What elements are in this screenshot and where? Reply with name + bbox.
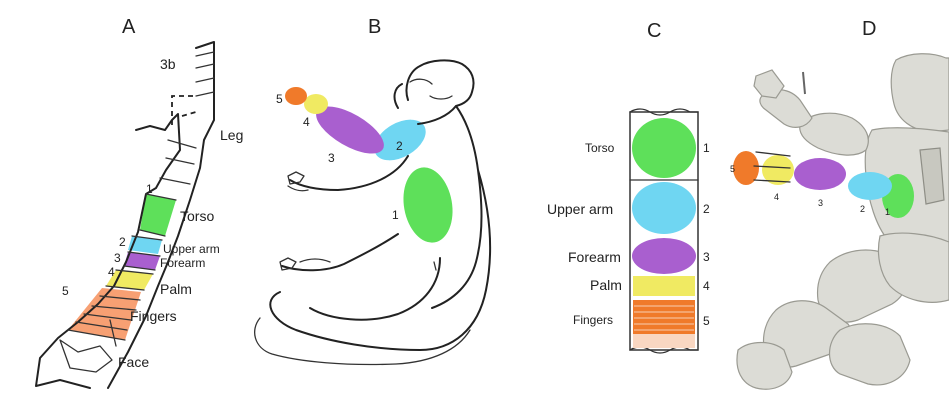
- panel-b-letter: B: [368, 16, 381, 38]
- label-a-leg: Leg: [220, 127, 243, 143]
- label-a-face: Face: [118, 354, 149, 370]
- number-d-1: 1: [885, 207, 890, 217]
- number-d-4: 4: [774, 192, 779, 202]
- cell-c-fingers: [633, 300, 695, 334]
- row-number-5: 5: [703, 314, 710, 328]
- area-3b-dashed: [172, 96, 196, 125]
- number-d-5: 5: [730, 164, 735, 174]
- robot-finger-rod: [803, 72, 805, 94]
- number-a-1: 1: [146, 182, 153, 196]
- panel-a-cortical-map: 3b Leg Torso Upper arm Forearm Palm Fing…: [36, 42, 243, 388]
- number-b-3: 3: [328, 151, 335, 165]
- region-b-torso: [398, 163, 458, 246]
- number-b-4: 4: [303, 115, 310, 129]
- number-a-4: 4: [108, 265, 115, 279]
- segment-d-forearm: [794, 158, 846, 190]
- region-b-fingers: [285, 87, 307, 105]
- number-b-5: 5: [276, 92, 283, 106]
- cell-c-palm: [633, 276, 695, 296]
- cell-c-forearm: [632, 238, 696, 274]
- label-a-torso: Torso: [180, 208, 214, 224]
- cell-c-upper-arm: [632, 182, 696, 234]
- number-a-3: 3: [114, 251, 121, 265]
- number-d-2: 2: [860, 204, 865, 214]
- label-a-forearm: Forearm: [160, 256, 205, 270]
- cell-c-bottom-fade: [633, 334, 695, 348]
- panel-b-monkey: 1 2 3 4 5: [255, 60, 491, 364]
- segment-d-upper-arm: [848, 172, 892, 200]
- monkey-outline: [270, 60, 490, 350]
- number-b-1: 1: [392, 208, 399, 222]
- panel-c-letter: C: [647, 20, 661, 42]
- row-number-1: 1: [703, 141, 710, 155]
- panel-a-letter: A: [122, 16, 136, 38]
- row-number-2: 2: [703, 202, 710, 216]
- row-label-fingers: Fingers: [573, 313, 613, 327]
- row-number-3: 3: [703, 250, 710, 264]
- panel-d-robot: 1 2 3 4 5: [730, 54, 949, 389]
- label-a-palm: Palm: [160, 281, 192, 297]
- row-label-forearm: Forearm: [568, 249, 621, 265]
- row-label-palm: Palm: [590, 277, 622, 293]
- number-a-2: 2: [119, 235, 126, 249]
- row-label-upper-arm: Upper arm: [547, 201, 613, 217]
- robot-foot: [737, 343, 792, 390]
- label-a-fingers: Fingers: [130, 308, 177, 324]
- robot-hand-right: [754, 70, 784, 98]
- panel-d-letter: D: [862, 18, 876, 40]
- label-a-3b: 3b: [160, 56, 176, 72]
- robot-lower-leg-2: [830, 324, 911, 385]
- label-a-upper-arm: Upper arm: [163, 242, 220, 256]
- robot-head: [891, 54, 949, 132]
- number-a-5: 5: [62, 284, 69, 298]
- number-b-2: 2: [396, 139, 403, 153]
- panel-c-schematic: Torso Upper arm Forearm Palm Fingers 1 2…: [547, 109, 710, 353]
- cell-c-torso: [632, 118, 696, 178]
- row-label-torso: Torso: [585, 141, 615, 155]
- number-d-3: 3: [818, 198, 823, 208]
- row-number-4: 4: [703, 279, 710, 293]
- region-b-palm: [304, 94, 328, 114]
